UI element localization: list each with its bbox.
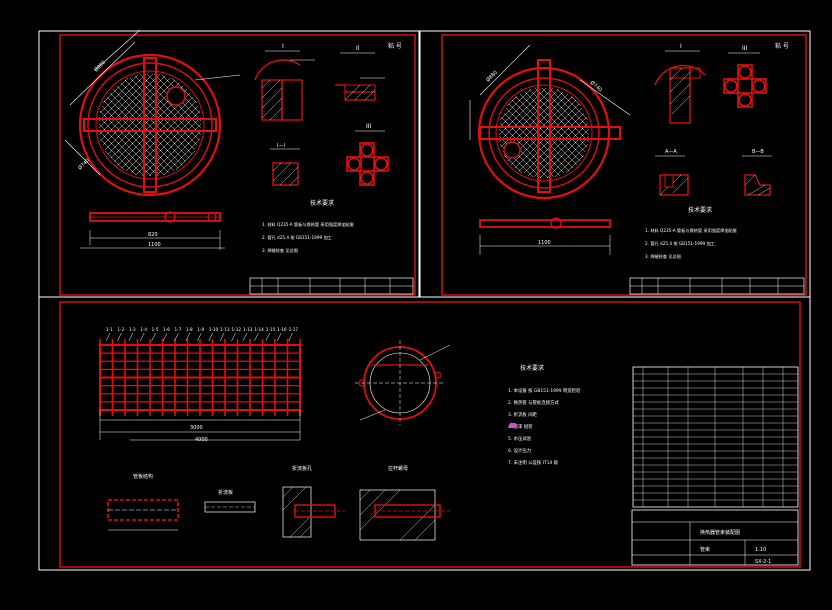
part-callout: 1-17 [289, 327, 299, 332]
bom-table [632, 366, 799, 508]
dim-len-tl: 820 [148, 232, 158, 238]
section-label: A—A [665, 149, 677, 155]
part-callout: 1-16 [277, 327, 287, 332]
section-detail-III-tr: III [723, 45, 767, 108]
part-callout: 1-3 [129, 327, 136, 332]
note-line: 6. 设计压力 [508, 447, 531, 454]
part-callout: 1-6 [163, 327, 170, 332]
title-block-tr [629, 277, 805, 295]
part-callout: 1-10 [209, 327, 219, 332]
drawing-no: SX-2-1 [755, 559, 771, 565]
dim-diameter-tr: Ø880 [484, 69, 498, 83]
part-callout: 1-7 [174, 327, 181, 332]
sheet-no-tr: 粘 号 [775, 42, 789, 50]
section-label: B—B [752, 149, 764, 155]
tech-req-title-bottom: 技术要求 [520, 364, 544, 372]
dim-len-tr: 1100 [538, 240, 551, 246]
baffle-cross-section [355, 340, 451, 425]
part-callout: 1-4 [140, 327, 147, 332]
part-callout: 1-11 [220, 327, 230, 332]
tubesheet-side-view-left: 820 1100 [80, 211, 225, 250]
part-callout: 1-9 [197, 327, 204, 332]
sheet-no-tl: 粘 号 [388, 42, 402, 50]
main-title-block: 换热器管束装配图 管束 SX-2-1 1:10 [631, 509, 799, 566]
detail-tube-end: 管板结构 [107, 473, 179, 531]
sheet-top-left [59, 34, 416, 296]
tech-req-title-tl: 技术要求 [310, 199, 334, 207]
note-line: 3. 折流板 间距 [508, 411, 538, 418]
sheet-bottom [59, 301, 801, 568]
note-line: 1. 材料 Q235-A 管板与换热管 采用强度焊加贴胀 [645, 227, 738, 234]
section-detail-I-tr: I [654, 43, 706, 124]
drawing-scale: 1:10 [755, 547, 766, 553]
part-callout: 1-8 [186, 327, 193, 332]
section-detail-B-tr: B—B [742, 149, 772, 196]
note-line: 3. 焊缝检查 见总图 [645, 253, 681, 260]
part-callout: 1-1 [106, 327, 113, 332]
dim-total-length: 4000 [195, 437, 208, 443]
note-line: 5. 水压试验 [508, 435, 532, 442]
section-detail-II-tl: II [335, 45, 385, 101]
detail-baffle-hole: 折流板孔 [282, 465, 345, 538]
dim-len-tl-2: 1100 [148, 242, 161, 248]
section-label: III [742, 45, 748, 52]
part-callout: 1-15 [266, 327, 276, 332]
detail-title: 管板结构 [133, 473, 153, 480]
detail-title: 拉杆螺母 [388, 465, 408, 472]
section-label: III [366, 123, 372, 130]
section-detail-III-tl: III [346, 123, 389, 186]
note-line: 2. 换热管 与管板连接方式 [508, 399, 559, 406]
sheet-top-right [441, 34, 807, 296]
tech-req-title-tr: 技术要求 [688, 206, 712, 214]
part-callout: 1-2 [117, 327, 124, 332]
part-callout: 1-12 [232, 327, 242, 332]
note-line: 4. 管束 组装 [508, 423, 533, 430]
section-detail-A-tl: I—I [270, 143, 300, 186]
note-line: 2. 管孔 d25.4 按 GB151-1999 加工 [645, 240, 715, 247]
section-label: I [282, 43, 284, 50]
notes-tr: 1. 材料 Q235-A 管板与换热管 采用强度焊加贴胀 2. 管孔 d25.4 … [645, 227, 738, 260]
note-line: 2. 管孔 d25.4 按 GB151-1999 加工 [262, 234, 332, 241]
note-line: 1. 材料 Q235-A 管板与换热管 采用强度焊加贴胀 [262, 221, 355, 228]
detail-title: 折流板 [218, 489, 233, 496]
highlight-marker [510, 423, 516, 428]
title-block-tl [249, 277, 414, 295]
dim-mid-length: 3000 [190, 425, 203, 431]
section-detail-I-tl: I [254, 43, 315, 121]
section-detail-A-tr: A—A [655, 149, 689, 196]
detail-title: 折流板孔 [292, 465, 312, 472]
title-cn: 换热器管束装配图 [700, 529, 740, 536]
note-line: 1. 本设备 按 GB151-1999 制造检验 [508, 387, 581, 394]
tubesheet-side-view-right: 1100 [479, 217, 611, 255]
part-callout: 1-5 [152, 327, 159, 332]
tubesheet-front-view-right: Ø880 Ø740 [469, 44, 631, 200]
section-label: I—I [277, 143, 285, 149]
detail-tie-rod-nut: 拉杆螺母 [359, 465, 450, 541]
detail-baffle: 折流板 [204, 489, 256, 513]
title-name: 管束 [700, 546, 710, 553]
part-callout: 1-13 [243, 327, 253, 332]
section-label: I [680, 43, 682, 50]
notes-bottom: 1. 本设备 按 GB151-1999 制造检验 2. 换热管 与管板连接方式 3.… [508, 387, 581, 466]
section-label: II [356, 45, 360, 52]
note-line: 7. 未注明 公差按 IT14 级 [508, 459, 559, 466]
note-line: 3. 焊缝检查 见总图 [262, 247, 298, 254]
notes-tl: 1. 材料 Q235-A 管板与换热管 采用强度焊加贴胀 2. 管孔 d25.4 … [262, 221, 355, 254]
tubesheet-front-view-left: Ø880 Ø740 [64, 29, 241, 197]
part-callout: 1-14 [254, 327, 264, 332]
